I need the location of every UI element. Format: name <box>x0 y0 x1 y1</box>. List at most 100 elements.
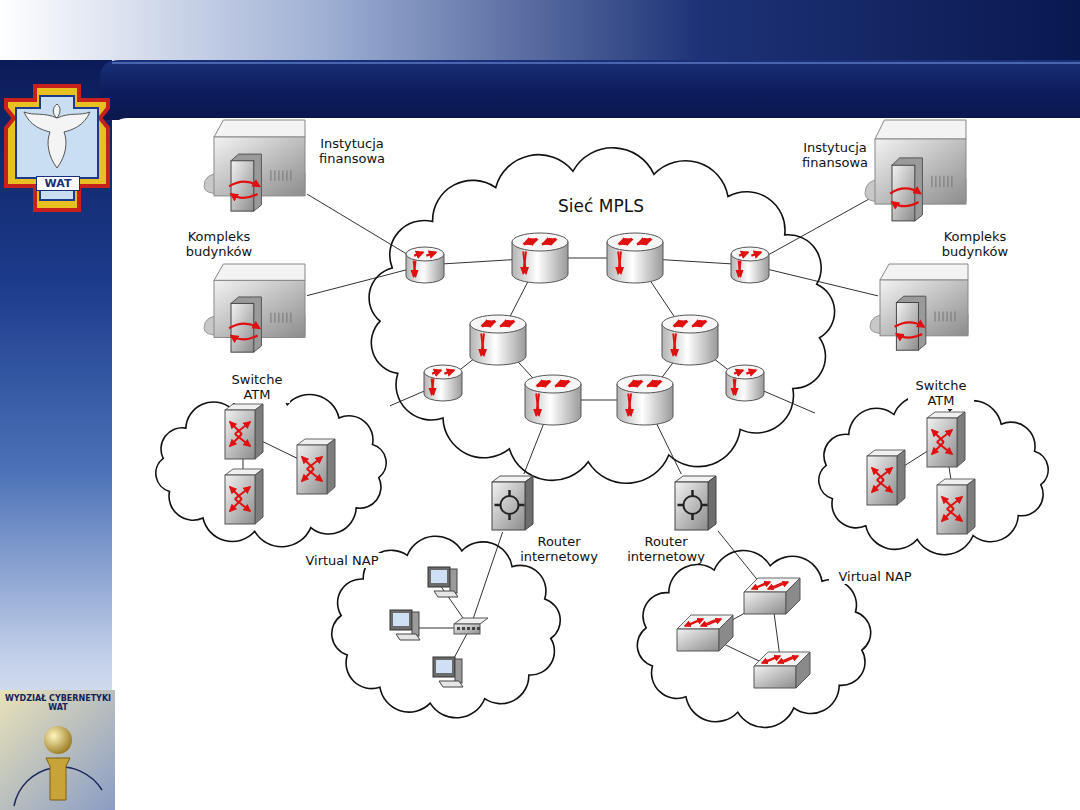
router-cross <box>481 334 484 356</box>
router-top <box>662 315 718 333</box>
router-cross <box>628 394 631 416</box>
router-top <box>607 233 663 251</box>
building-slot <box>951 176 952 188</box>
node-label: Instytucja finansowa <box>312 136 392 167</box>
node-label: Instytucja finansowa <box>797 140 873 171</box>
router-arrow <box>619 240 632 245</box>
building-slot <box>290 170 291 180</box>
server-arrow <box>229 324 259 329</box>
router-arrow <box>734 370 743 373</box>
router-side <box>708 476 716 530</box>
band-line <box>112 62 1080 64</box>
router-front <box>675 482 708 530</box>
internet-router-node: Router internetowy <box>490 474 535 532</box>
title-band <box>100 60 1080 120</box>
router-arrow <box>693 321 706 326</box>
screen <box>393 613 409 626</box>
switch-front <box>225 410 255 459</box>
switch-arrow <box>778 657 792 663</box>
atm-switch-symbol <box>867 450 905 505</box>
router-arrow <box>648 381 661 386</box>
node-label: Kompleks budynków <box>180 229 258 260</box>
node-shape <box>673 474 718 532</box>
router-cross <box>673 334 676 356</box>
content-area <box>112 118 1080 810</box>
router-top <box>726 365 764 379</box>
router-cross <box>673 334 676 356</box>
building-symbol <box>204 120 305 211</box>
node-label: Switche ATM <box>908 378 974 409</box>
router-arrow <box>556 381 569 386</box>
cybernetics-logo <box>0 690 115 810</box>
server-arrow <box>231 194 258 198</box>
switch-side <box>327 439 335 494</box>
switch-side <box>796 652 810 688</box>
node-shape <box>873 118 968 223</box>
lan-switch-symbol <box>677 615 733 651</box>
router-top <box>406 247 444 261</box>
cloud-contents <box>225 404 335 524</box>
router-arrow <box>674 321 687 326</box>
hub-port <box>472 627 475 630</box>
logo-tile <box>0 690 115 810</box>
router-arrow <box>543 239 556 244</box>
router-symbol <box>424 365 462 401</box>
router-arrow <box>739 252 748 255</box>
switch-arrow <box>302 469 314 481</box>
router-arrow <box>619 239 632 244</box>
building-slot <box>935 176 936 188</box>
monitor <box>390 610 412 630</box>
building-slot <box>943 312 944 322</box>
router-top <box>424 365 462 379</box>
logo-ball <box>44 726 72 754</box>
switch-front <box>297 445 327 494</box>
cloud-outline <box>819 395 1048 554</box>
atm-switch-symbol <box>225 469 263 524</box>
internet-router-symbol <box>492 476 533 530</box>
router-arrow <box>647 382 661 387</box>
router-arrow <box>629 381 642 386</box>
switch-arrow <box>701 620 715 626</box>
router-arrow <box>751 252 761 255</box>
building-slot <box>278 170 279 180</box>
screen <box>431 570 447 583</box>
router-cross <box>628 394 631 416</box>
switch-arrow <box>762 657 776 663</box>
node-label: Virtual NAP <box>296 553 388 568</box>
computer-symbol <box>390 610 420 640</box>
switch-arrow <box>752 583 766 589</box>
switch-front <box>927 418 957 467</box>
building-slot <box>286 313 287 323</box>
node-label: Router internetowy <box>518 534 600 565</box>
switch-side <box>786 578 800 614</box>
hub-front <box>454 624 480 634</box>
router-arrow <box>555 382 569 387</box>
server-front <box>892 165 915 221</box>
cloud-contents <box>867 412 975 534</box>
router-top <box>512 233 568 251</box>
hub-port <box>477 627 480 630</box>
server-arrow <box>895 322 924 327</box>
switch-arrow <box>942 509 954 521</box>
router-symbol <box>731 247 769 283</box>
switch-arrow <box>230 434 242 446</box>
tower <box>450 569 457 593</box>
logo-stem <box>46 758 70 800</box>
node-label: Router internetowy <box>625 534 707 565</box>
switch-arrow <box>932 442 944 454</box>
internet-router-symbol <box>675 476 716 530</box>
switch-arrow <box>768 583 782 589</box>
wat-logo <box>6 86 108 210</box>
monitor <box>428 567 450 587</box>
router-arrow <box>432 370 441 373</box>
switch-front <box>744 592 786 614</box>
node-label: Sieć MPLS <box>370 196 832 216</box>
router-arrow <box>637 240 651 245</box>
switch-side <box>897 450 905 505</box>
switch-front <box>225 475 255 524</box>
router-emblem <box>684 496 702 514</box>
building-slot <box>286 170 287 180</box>
router-symbol <box>726 365 764 401</box>
router-cross <box>536 394 539 416</box>
router-emblem <box>501 496 519 514</box>
